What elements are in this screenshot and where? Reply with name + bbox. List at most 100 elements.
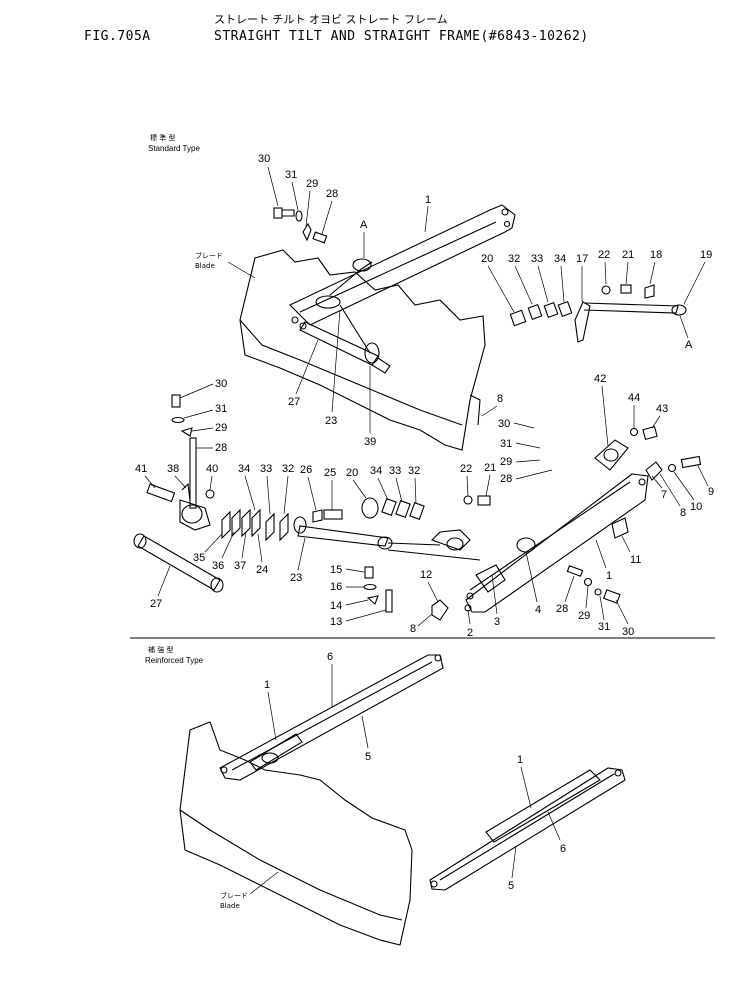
lower-left-frame bbox=[219, 654, 444, 781]
callout-32: 32 bbox=[508, 253, 520, 265]
callout-17: 17 bbox=[576, 253, 588, 265]
callout-44: 44 bbox=[628, 392, 640, 404]
upper-left-fasteners bbox=[273, 207, 328, 244]
callout-28: 28 bbox=[500, 473, 512, 485]
callout-A-lower: A bbox=[685, 339, 693, 351]
standard-type-label: Standard Type bbox=[148, 144, 200, 153]
callout-31: 31 bbox=[598, 621, 610, 633]
callout-21: 21 bbox=[484, 462, 496, 474]
callout-2: 2 bbox=[467, 627, 473, 639]
callout-32: 32 bbox=[408, 465, 420, 477]
callout-34: 34 bbox=[238, 463, 250, 475]
callout-29: 29 bbox=[215, 422, 227, 434]
callout-42: 42 bbox=[594, 373, 606, 385]
callout-28: 28 bbox=[556, 603, 568, 615]
callout-38: 38 bbox=[167, 463, 179, 475]
middle-frame-arm bbox=[464, 473, 649, 613]
callout-30: 30 bbox=[498, 418, 510, 430]
callout-31: 31 bbox=[215, 403, 227, 415]
callout-27: 27 bbox=[150, 598, 162, 610]
upper-right-parts bbox=[509, 284, 687, 343]
callout-34: 34 bbox=[370, 465, 382, 477]
callout-30: 30 bbox=[258, 153, 270, 165]
middle-ball-joint bbox=[430, 529, 536, 553]
callout-11: 11 bbox=[630, 554, 641, 566]
callout-8: 8 bbox=[680, 507, 686, 519]
middle-center-shims bbox=[361, 497, 425, 520]
callout-33: 33 bbox=[531, 253, 543, 265]
middle-bolt-25 bbox=[312, 509, 343, 523]
upper-blade-label-jp: ブレード bbox=[195, 251, 223, 260]
callout-16: 16 bbox=[330, 581, 342, 593]
lower-blade bbox=[179, 721, 413, 946]
callout-39: 39 bbox=[364, 436, 376, 448]
callout-30: 30 bbox=[622, 626, 634, 638]
callout-22: 22 bbox=[598, 249, 610, 261]
upper-blade-label: Blade bbox=[195, 262, 215, 270]
callout-40: 40 bbox=[206, 463, 218, 475]
callout-34: 34 bbox=[554, 253, 566, 265]
callout-36: 36 bbox=[212, 560, 224, 572]
callout-26: 26 bbox=[300, 464, 312, 476]
callout-6: 6 bbox=[327, 651, 333, 663]
callouts-upper: 30 31 29 28 1 A 20 32 33 34 17 22 21 18 … bbox=[258, 153, 712, 448]
callout-37: 37 bbox=[234, 560, 246, 572]
middle-strut-27 bbox=[133, 533, 224, 593]
callout-20: 20 bbox=[346, 467, 358, 479]
callout-27: 27 bbox=[288, 396, 300, 408]
callout-24: 24 bbox=[256, 564, 268, 576]
callout-5: 5 bbox=[508, 880, 514, 892]
callout-29: 29 bbox=[578, 610, 590, 622]
middle-bracket-42 bbox=[594, 425, 658, 471]
callout-28: 28 bbox=[326, 188, 338, 200]
standard-type-label-jp: 標 準 型 bbox=[150, 133, 175, 142]
callout-3: 3 bbox=[494, 616, 500, 628]
callout-18: 18 bbox=[650, 249, 662, 261]
upper-blade bbox=[239, 249, 486, 451]
lower-blade-label: Blade bbox=[220, 902, 240, 910]
callouts-middle: 30 31 29 28 41 38 40 34 33 32 26 25 20 3… bbox=[135, 373, 714, 639]
callout-19: 19 bbox=[700, 249, 712, 261]
middle-left-stack bbox=[171, 394, 197, 509]
callout-29: 29 bbox=[500, 456, 512, 468]
callout-41: 41 bbox=[135, 463, 147, 475]
callout-9: 9 bbox=[708, 486, 714, 498]
callout-8: 8 bbox=[497, 393, 503, 405]
callout-29: 29 bbox=[306, 178, 318, 190]
reinforced-type-label: Reinforced Type bbox=[145, 656, 204, 665]
callout-10: 10 bbox=[690, 501, 702, 513]
upper-brace bbox=[299, 258, 391, 374]
callout-7: 7 bbox=[661, 489, 667, 501]
callout-32: 32 bbox=[282, 463, 294, 475]
callout-1: 1 bbox=[425, 194, 431, 206]
middle-left-yoke bbox=[146, 482, 215, 531]
callout-30: 30 bbox=[215, 378, 227, 390]
callout-31: 31 bbox=[285, 169, 297, 181]
callout-20: 20 bbox=[481, 253, 493, 265]
callout-35: 35 bbox=[193, 552, 205, 564]
callout-13: 13 bbox=[330, 616, 342, 628]
callout-21: 21 bbox=[622, 249, 634, 261]
callout-1: 1 bbox=[264, 679, 270, 691]
callouts-lower: 6 1 5 1 6 5 bbox=[264, 651, 566, 892]
reinforced-type-label-jp: 補 強 型 bbox=[148, 645, 173, 654]
middle-bolt-21 bbox=[463, 495, 491, 506]
callout-33: 33 bbox=[389, 465, 401, 477]
middle-lower-fasteners bbox=[363, 565, 621, 621]
callout-1: 1 bbox=[606, 570, 612, 582]
lower-blade-label-jp: ブレード bbox=[220, 891, 248, 900]
callout-43: 43 bbox=[656, 403, 668, 415]
callout-4: 4 bbox=[535, 604, 541, 616]
callout-8: 8 bbox=[410, 623, 416, 635]
callout-14: 14 bbox=[330, 600, 342, 612]
figure-number: FIG.705A bbox=[84, 29, 151, 44]
title-japanese: ストレート チルト オヨビ ストレート フレーム bbox=[214, 13, 448, 26]
middle-right-parts bbox=[611, 455, 702, 539]
lower-right-frame bbox=[429, 767, 626, 891]
callout-12: 12 bbox=[420, 569, 432, 581]
callout-A: A bbox=[360, 219, 368, 231]
callout-22: 22 bbox=[460, 463, 472, 475]
callout-23: 23 bbox=[290, 572, 302, 584]
callout-25: 25 bbox=[324, 467, 336, 479]
